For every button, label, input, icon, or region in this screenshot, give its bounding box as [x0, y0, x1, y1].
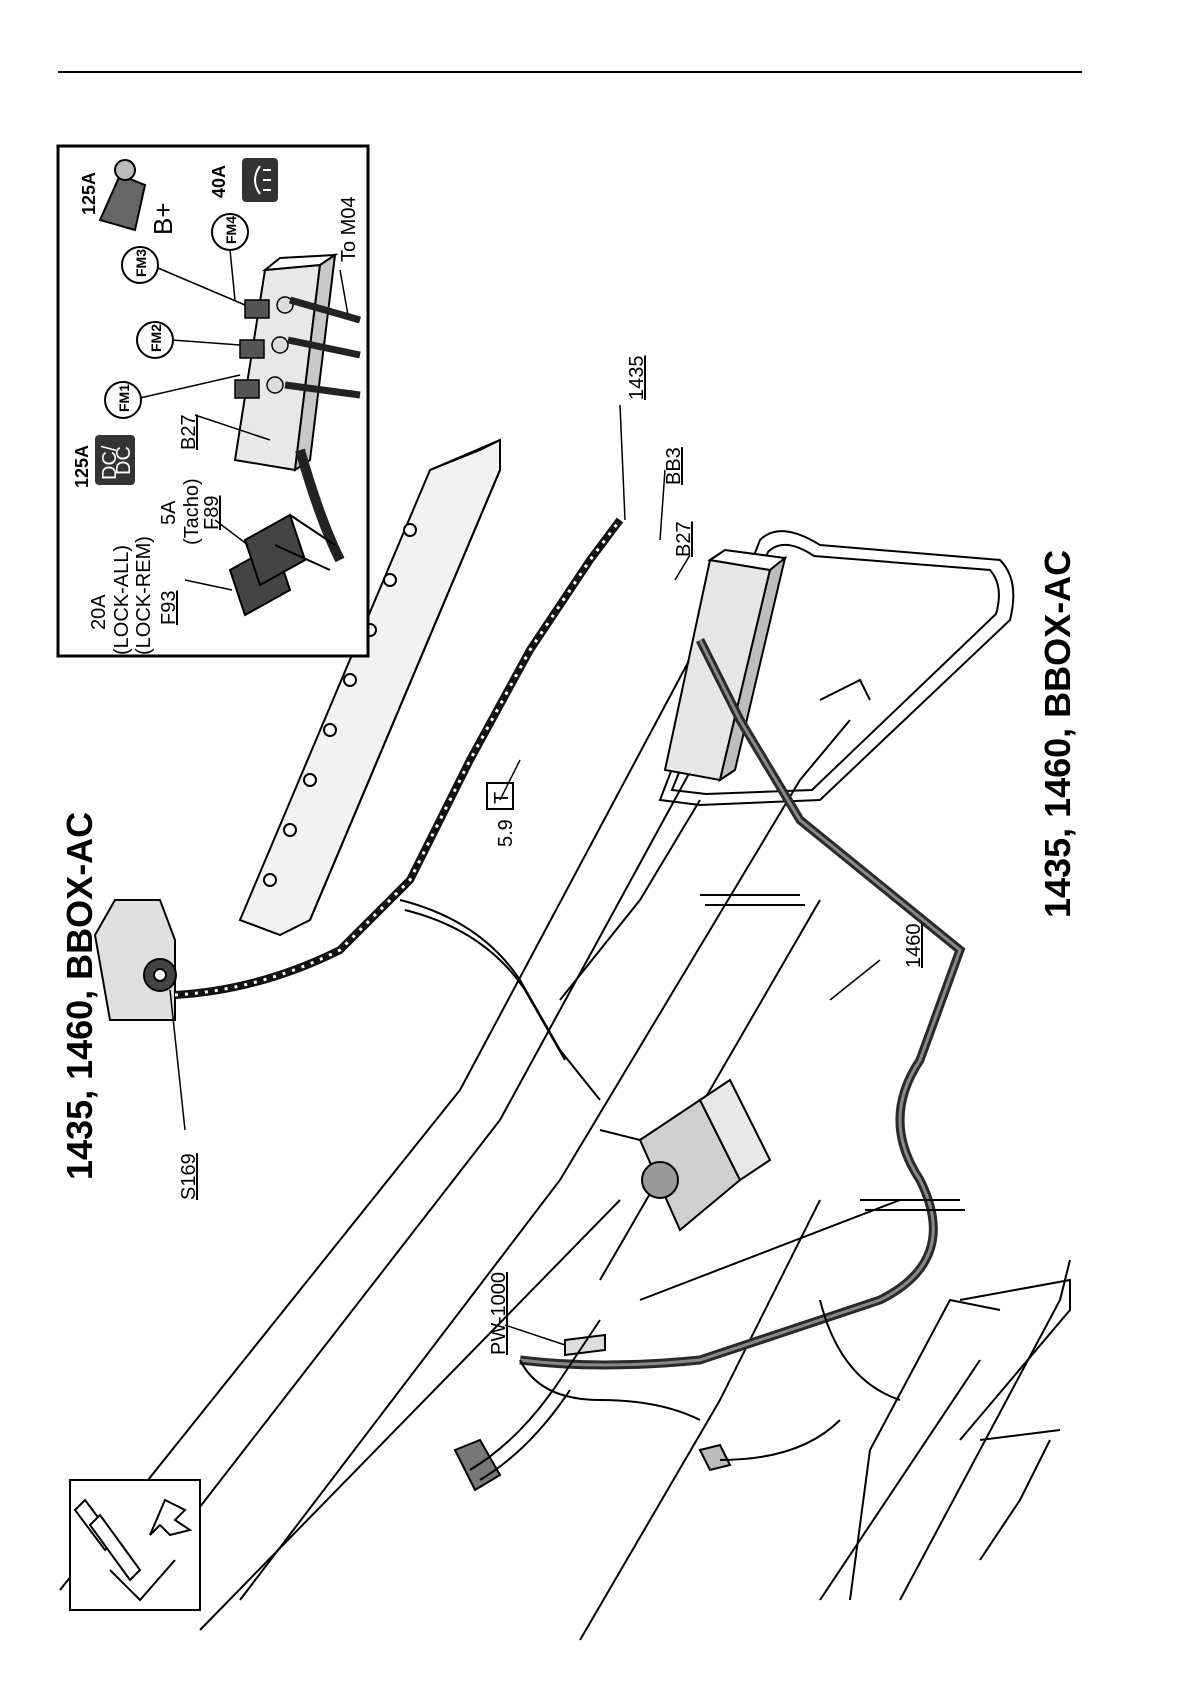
title-left: 1435, 1460, BBOX-AC: [59, 812, 100, 1180]
lamp-badge: [242, 158, 278, 202]
bbox-ac-box: [665, 550, 785, 780]
dcdc-rating: 125A: [72, 445, 92, 488]
to-m04-label: To M04: [338, 196, 360, 262]
label-1435: 1435: [626, 356, 648, 401]
battery-switch: [95, 900, 176, 1020]
f89-rating: 5A: [158, 500, 180, 525]
label-1460: 1460: [903, 924, 925, 969]
orientation-box: [70, 1480, 200, 1610]
bplus-rating: 125A: [79, 172, 99, 215]
label-pw-1000: PW-1000: [488, 1272, 510, 1355]
label-5-9: 5.9: [495, 819, 517, 847]
starter-motor: [600, 1080, 770, 1230]
chassis-frame: [60, 600, 1070, 1640]
f93-rating: 20A: [88, 594, 110, 630]
dcdc-line2: DC: [113, 446, 135, 475]
title-right: 1435, 1460, BBOX-AC: [1037, 550, 1078, 918]
label-inset-b27: B27: [178, 414, 200, 450]
label-b27: B27: [673, 521, 695, 557]
fm3-label: FM3: [133, 249, 149, 277]
f93-note-lock-rem: (LOCK-REM): [133, 536, 155, 655]
lamp-rating: 40A: [209, 165, 229, 198]
ref-5-9-symbol: T: [491, 792, 513, 804]
fm4-label: FM4: [223, 216, 239, 244]
fm1-label: FM1: [116, 384, 132, 412]
f93-note-lock-all: (LOCK-ALL): [111, 545, 133, 655]
fm2-label: FM2: [148, 324, 164, 352]
label-f93: F93: [158, 591, 180, 625]
label-f89: F89: [201, 496, 223, 530]
bplus-label: B+: [148, 202, 178, 235]
f89-note-tacho: (Tacho): [181, 478, 203, 545]
label-s169: S169: [178, 1153, 200, 1200]
label-bb3: BB3: [663, 447, 685, 485]
